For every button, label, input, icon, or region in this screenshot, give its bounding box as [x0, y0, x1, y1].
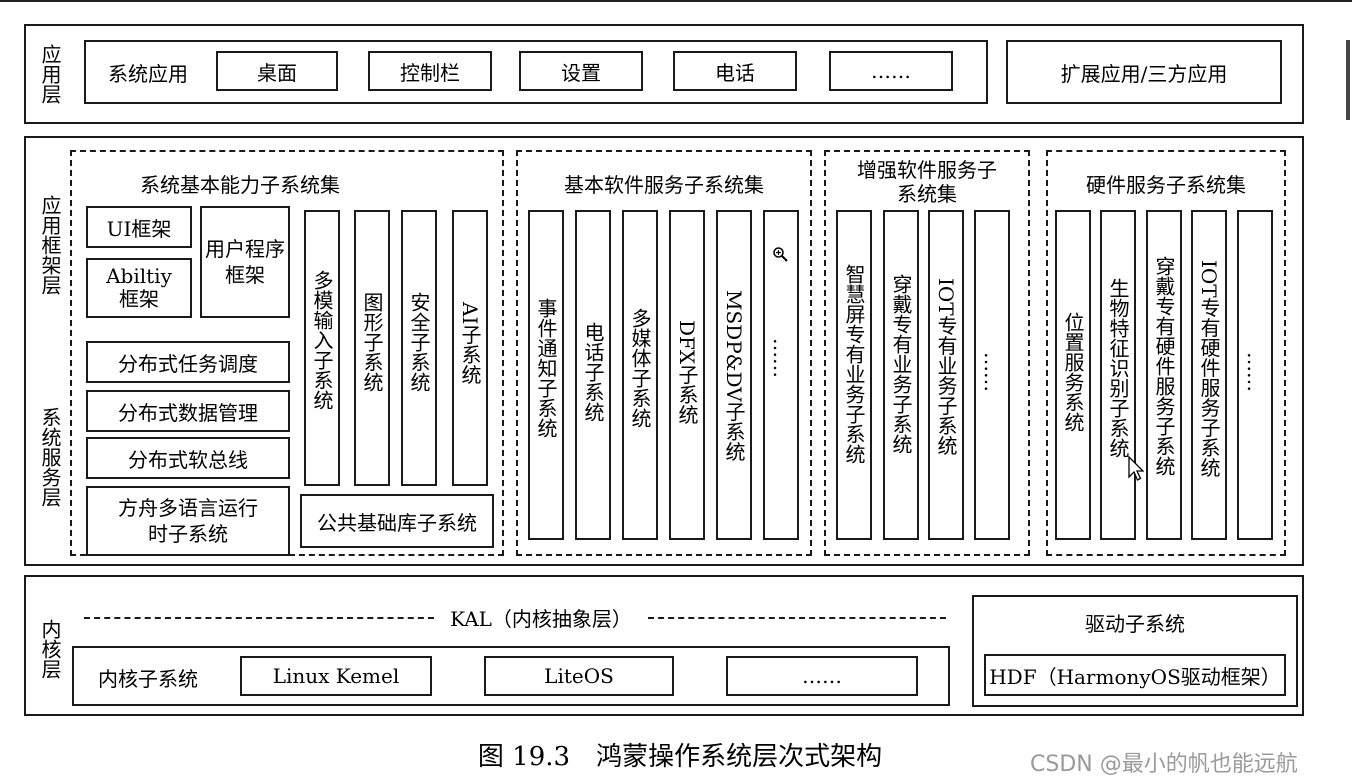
- hardware-service-group: [1046, 150, 1286, 556]
- basic-col-security[interactable]: 安全子系统: [401, 210, 437, 486]
- sw-col-multimedia[interactable]: 多媒体子系统: [622, 210, 658, 540]
- hw-col-more[interactable]: ……: [1237, 210, 1273, 540]
- sw-col-msdp-dv[interactable]: MSDP&DV子系统: [716, 210, 752, 540]
- enh-col-wearable[interactable]: 穿戴专有业务子系统: [883, 210, 919, 540]
- service-layer-label: 系统服务层: [38, 407, 62, 507]
- user-program-framework[interactable]: 用户程序框架: [200, 206, 290, 318]
- enh-col-more[interactable]: ……: [974, 210, 1010, 540]
- driver-subsystem-title: 驱动子系统: [1085, 611, 1185, 636]
- hw-col-biometric[interactable]: 生物特征识别子系统: [1100, 210, 1136, 540]
- ui-framework[interactable]: UI框架: [86, 206, 192, 248]
- basic-col-ai[interactable]: AI子系统: [452, 210, 488, 486]
- ark-runtime[interactable]: 方舟多语言运行时子系统: [86, 486, 290, 556]
- watermark: CSDN @最小的帆也能远航: [1030, 752, 1298, 777]
- enhanced-software-title: 增强软件服务子系统集: [857, 158, 997, 206]
- basic-col-graphics[interactable]: 图形子系统: [354, 210, 390, 486]
- dist-soft-bus[interactable]: 分布式软总线: [86, 437, 290, 479]
- kal-dashed-line-right: [648, 617, 946, 619]
- sw-col-event-notify[interactable]: 事件通知子系统: [528, 210, 564, 540]
- figure-caption: 图 19.3 鸿蒙操作系统层次式架构: [477, 741, 883, 772]
- sw-col-telephony[interactable]: 电话子系统: [575, 210, 611, 540]
- app-phone[interactable]: 电话: [673, 51, 797, 91]
- app-control-bar[interactable]: 控制栏: [368, 51, 492, 91]
- top-border-line: [0, 0, 1352, 2]
- kernel-liteos[interactable]: LiteOS: [484, 656, 674, 696]
- framework-layer-label: 应用框架层: [38, 195, 62, 295]
- kernel-more[interactable]: ……: [726, 656, 918, 696]
- kernel-linux[interactable]: Linux Kemel: [240, 656, 432, 696]
- ability-framework[interactable]: Abiltiy框架: [86, 258, 192, 318]
- app-layer-label: 应用层: [38, 44, 62, 104]
- dist-task-scheduling[interactable]: 分布式任务调度: [86, 341, 290, 383]
- enh-col-iot[interactable]: IOT专有业务子系统: [928, 210, 964, 540]
- app-desktop[interactable]: 桌面: [216, 51, 338, 91]
- hdf-framework[interactable]: HDF（HarmonyOS驱动框架）: [984, 654, 1286, 696]
- hw-col-iot-hw[interactable]: IOT专有硬件服务子系统: [1191, 210, 1227, 540]
- system-apps-label: 系统应用: [108, 61, 188, 86]
- app-settings[interactable]: 设置: [519, 51, 643, 91]
- kernel-layer-label: 内核层: [38, 619, 62, 679]
- hw-col-location[interactable]: 位置服务系统: [1055, 210, 1091, 540]
- dist-data-management[interactable]: 分布式数据管理: [86, 390, 290, 432]
- ext-apps-box[interactable]: 扩展应用/三方应用: [1006, 40, 1282, 104]
- common-base-library[interactable]: 公共基础库子系统: [300, 494, 494, 548]
- sw-col-dfx[interactable]: DFX子系统: [669, 210, 705, 540]
- zoom-in-icon: [772, 246, 788, 262]
- app-more[interactable]: ……: [829, 51, 953, 91]
- sw-col-more[interactable]: ……: [763, 210, 799, 540]
- basic-software-group: [516, 150, 812, 556]
- enhanced-software-group: [824, 150, 1030, 556]
- kernel-subsystem-label: 内核子系统: [98, 666, 198, 691]
- basic-col-multimodal[interactable]: 多模输入子系统: [304, 210, 340, 486]
- kal-dashed-line-left: [84, 617, 434, 619]
- hardware-service-title: 硬件服务子系统集: [1086, 172, 1246, 197]
- mouse-pointer-icon: [1128, 455, 1145, 482]
- basic-software-title: 基本软件服务子系统集: [564, 172, 764, 197]
- hw-col-wearable-hw[interactable]: 穿戴专有硬件服务子系统: [1146, 210, 1182, 540]
- kal-label: KAL（内核抽象层）: [450, 606, 632, 631]
- enh-col-smart-screen[interactable]: 智慧屏专有业务子系统: [836, 210, 872, 540]
- basic-capability-title: 系统基本能力子系统集: [140, 172, 340, 197]
- page-edge-mark: [1346, 40, 1350, 120]
